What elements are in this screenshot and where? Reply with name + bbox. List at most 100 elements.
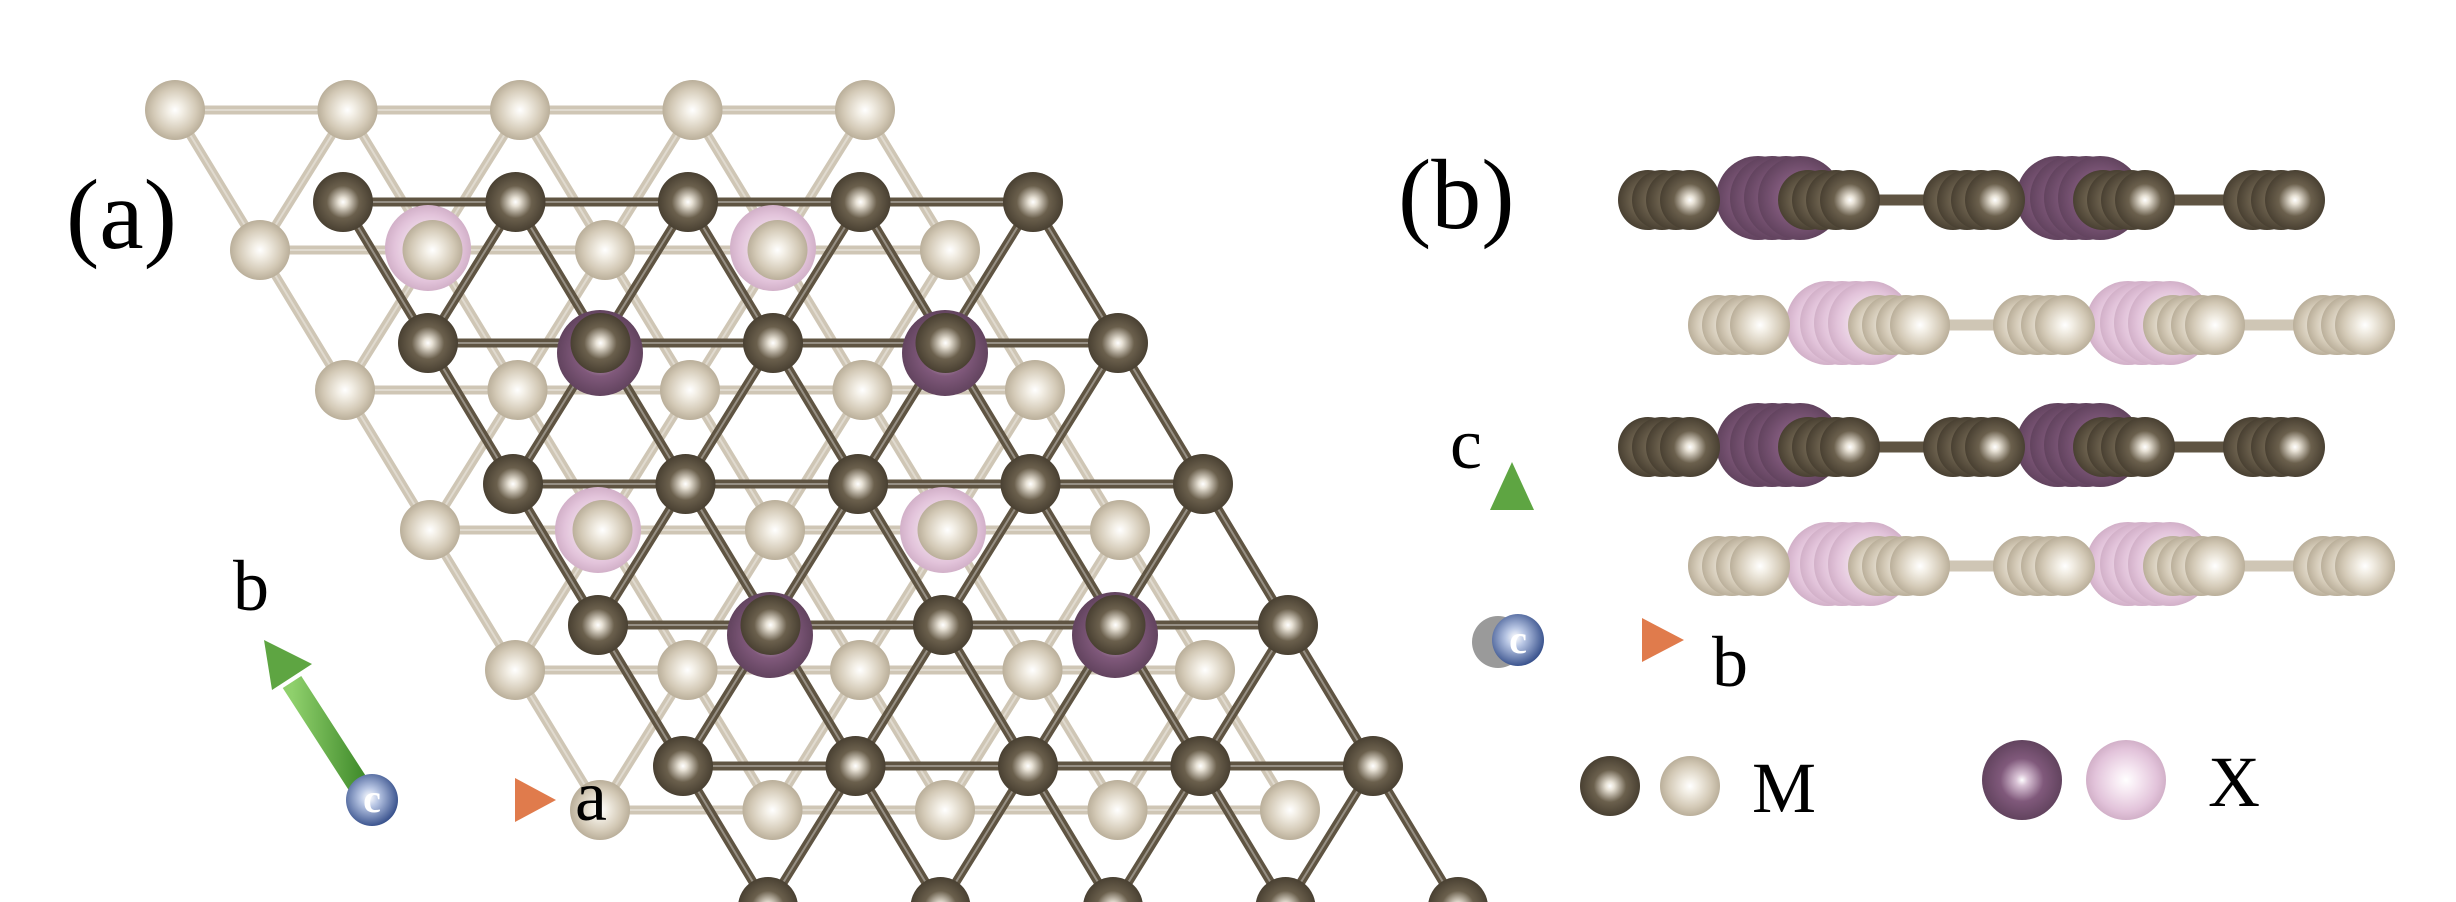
c-axis-origin-label-side: c: [1509, 617, 1527, 662]
metal-light-atom: [1005, 360, 1065, 420]
metal-dark-atom: [998, 736, 1058, 796]
metal-dark-atom: [913, 595, 973, 655]
panel-a-top-view: [145, 80, 1488, 902]
layer-dark: [1618, 403, 2325, 487]
panel-a-atoms: [145, 80, 1488, 902]
panel-a-axis-triad: c a b: [233, 546, 607, 836]
metal-light-atom: [1260, 780, 1320, 840]
metal-dark-atom: [1428, 877, 1488, 902]
panel-b-side-view: [1618, 156, 2395, 606]
c-axis-origin-sphere-side: [1492, 614, 1544, 666]
metal-light-atom: [1087, 780, 1148, 840]
metal-dark-atom: [910, 877, 971, 902]
legend-chalcogen-light-atom: [2086, 740, 2166, 820]
metal-light-atom: [487, 360, 548, 420]
legend-metal-dark-atom: [1580, 756, 1640, 816]
metal-atom-light: [2185, 536, 2245, 596]
metal-light-atom: [742, 780, 803, 840]
metal-atom-dark: [2265, 170, 2325, 230]
metal-light-atom: [660, 360, 720, 420]
metal-atom-light: [2335, 536, 2395, 596]
metal-atom-light: [2035, 295, 2095, 355]
metal-dark-atom: [1343, 736, 1403, 796]
b-axis-arrow-head-side: [1642, 618, 1684, 662]
metal-atom-dark: [1965, 417, 2025, 477]
metal-light-atom: [230, 220, 290, 280]
metal-dark-atom: [313, 172, 373, 232]
metal-dark-atom: [570, 313, 631, 373]
metal-dark-atom: [1173, 454, 1233, 514]
metal-light-atom: [570, 780, 630, 840]
layer-dark: [1618, 156, 2325, 240]
metal-light-atom: [1090, 500, 1150, 560]
metal-dark-atom: [825, 736, 886, 796]
metal-light-atom: [1175, 640, 1235, 700]
metal-light-atom: [830, 640, 890, 700]
metal-dark-atom: [655, 454, 716, 514]
a-axis-label: a: [575, 756, 607, 836]
b-axis-arrow-shaft: [282, 676, 375, 801]
c-axis-origin-label: c: [363, 776, 381, 821]
metal-light-atom: [835, 80, 895, 140]
metal-atom-dark: [2265, 417, 2325, 477]
metal-dark-atom: [830, 172, 891, 232]
metal-dark-atom: [1088, 313, 1148, 373]
metal-light-atom: [832, 360, 893, 420]
metal-atom-dark: [2115, 417, 2175, 477]
legend-metal-label: M: [1752, 748, 1816, 828]
metal-dark-atom: [1083, 877, 1143, 902]
panel-b-layers: [1618, 156, 2395, 606]
metal-dark-atom: [483, 454, 543, 514]
metal-light-atom: [662, 80, 723, 140]
metal-light-atom: [402, 220, 463, 280]
metal-light-atom: [657, 640, 718, 700]
layer-light: [1688, 281, 2395, 365]
metal-dark-atom: [485, 172, 546, 232]
metal-dark-atom: [1003, 172, 1063, 232]
c-axis-origin-sphere: [346, 774, 398, 826]
metal-light-atom: [315, 360, 375, 420]
metal-light-atom: [490, 80, 550, 140]
metal-atom-dark: [1820, 417, 1880, 477]
b-axis-label-side: b: [1712, 622, 1748, 702]
panel-a-label: (a): [66, 159, 177, 270]
metal-atom-light: [1890, 295, 1950, 355]
metal-light-atom: [917, 500, 978, 560]
legend: M X: [1580, 740, 2260, 828]
metal-atom-dark: [2115, 170, 2175, 230]
metal-dark-atom: [568, 595, 628, 655]
metal-dark-atom: [743, 313, 803, 373]
metal-light-atom: [572, 500, 633, 560]
legend-chalcogen-dark-atom: [1982, 740, 2062, 820]
metal-dark-atom: [915, 313, 976, 373]
metal-light-atom: [747, 220, 808, 280]
layer-light: [1688, 522, 2395, 606]
metal-light-atom: [1002, 640, 1063, 700]
b-axis-label: b: [233, 546, 269, 626]
metal-dark-atom: [398, 313, 458, 373]
panel-b-axis-triad: c c b: [1450, 404, 1748, 702]
metal-atom-light: [1730, 295, 1790, 355]
metal-atom-dark: [1660, 170, 1720, 230]
metal-dark-atom: [828, 454, 888, 514]
metal-dark-atom: [738, 877, 798, 902]
metal-atom-light: [2035, 536, 2095, 596]
metal-atom-light: [2185, 295, 2245, 355]
metal-dark-atom: [1170, 736, 1231, 796]
b-axis-arrow-head: [264, 640, 312, 690]
metal-light-atom: [400, 500, 460, 560]
metal-atom-dark: [1820, 170, 1880, 230]
a-axis-arrow-head: [515, 778, 556, 822]
metal-light-atom: [920, 220, 980, 280]
metal-dark-atom: [653, 736, 713, 796]
c-axis-arrow-head: [1490, 462, 1534, 510]
c-axis-label: c: [1450, 404, 1482, 484]
metal-atom-light: [1730, 536, 1790, 596]
metal-atom-light: [2335, 295, 2395, 355]
legend-chalcogen-label: X: [2208, 742, 2260, 822]
metal-light-atom: [485, 640, 545, 700]
panel-b-label: (b): [1398, 139, 1515, 250]
metal-atom-light: [1890, 536, 1950, 596]
metal-light-atom: [317, 80, 378, 140]
metal-light-atom: [745, 500, 805, 560]
